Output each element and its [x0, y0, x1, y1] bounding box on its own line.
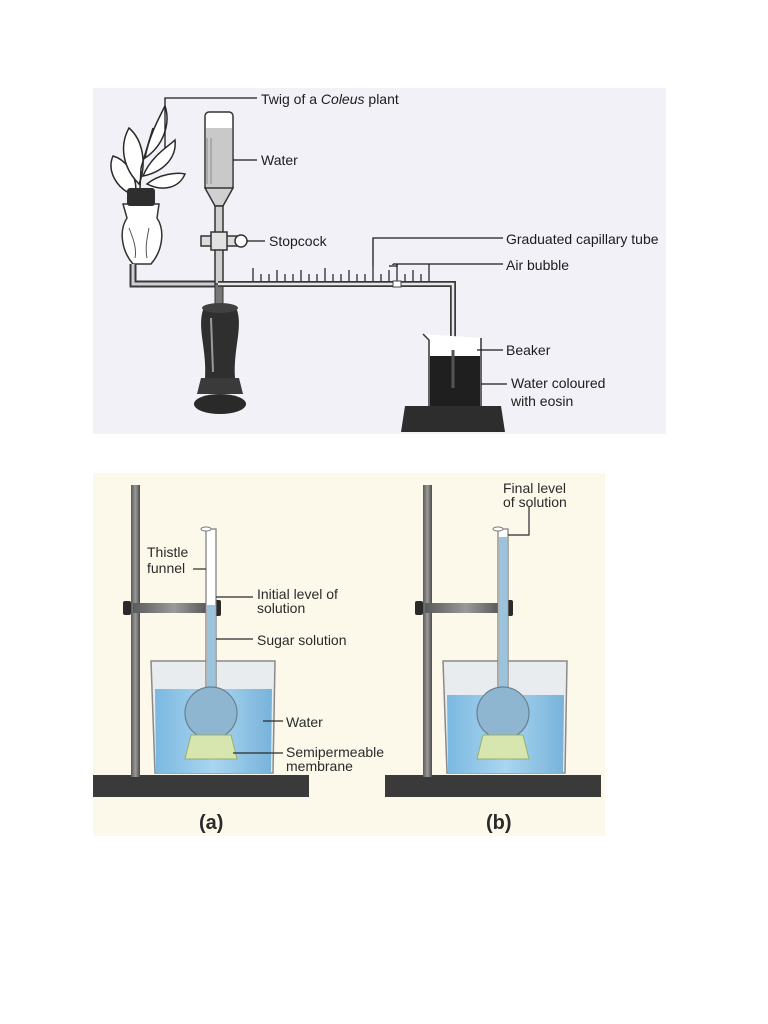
funnel-bulb-a: [184, 686, 238, 740]
leaf: [122, 126, 144, 186]
potometer-diagram: Twig of a Coleus plant Water Stopcock Gr…: [93, 88, 666, 434]
air-bubble: [392, 280, 402, 288]
osmosis-leader-lines: [193, 507, 530, 754]
coleus-twig: [110, 104, 187, 209]
beaker-label: Beaker: [506, 342, 551, 358]
membrane-b: [476, 734, 530, 760]
capillary-label: Graduated capillary tube: [506, 231, 659, 247]
base-a: [93, 775, 309, 797]
initial-level-label-line2: solution: [257, 600, 305, 616]
thistle-label-line2: funnel: [147, 560, 185, 576]
stand-rod-b: [423, 485, 432, 777]
clamp-b: [425, 603, 507, 613]
leaf: [110, 155, 137, 198]
thistle-label-line1: Thistle: [147, 544, 188, 560]
leaf: [145, 172, 187, 189]
final-level-label-line2: of solution: [503, 494, 567, 510]
twig-flask: [121, 188, 163, 265]
initial-level-label-line1: Initial level of: [257, 586, 338, 602]
membrane-label-line1: Semipermeable: [286, 744, 384, 760]
base-b: [385, 775, 601, 797]
connecting-tube: [129, 264, 218, 288]
membrane-a: [184, 734, 238, 760]
stand-rod-a: [131, 485, 140, 777]
air-bubble-label: Air bubble: [506, 257, 569, 273]
sugar-solution-label: Sugar solution: [257, 632, 347, 648]
water-reservoir: [203, 111, 235, 285]
graduated-capillary-tube: [218, 264, 456, 350]
membrane-label-line2: membrane: [286, 758, 353, 774]
water-label: Water: [286, 714, 323, 730]
potometer-svg: Twig of a Coleus plant Water Stopcock Gr…: [110, 91, 659, 432]
leader-lines: [164, 97, 507, 385]
clamp-a: [133, 603, 215, 613]
potometer-stand: [194, 283, 246, 414]
setup-a: [93, 485, 309, 797]
water-label: Water: [261, 152, 298, 168]
eosin-label-line1: Water coloured: [511, 375, 605, 391]
osmosis-diagram: Thistle funnel Initial level of solution…: [93, 473, 605, 836]
stopcock-label: Stopcock: [269, 233, 328, 249]
funnel-bulb-b: [476, 686, 530, 740]
twig-label: Twig of a Coleus plant: [261, 91, 399, 107]
final-level-label-line1: Final level: [503, 480, 566, 496]
beaker: [401, 333, 505, 432]
caption-a: (a): [199, 812, 223, 834]
stopcock: [200, 231, 248, 251]
eosin-label-line2: with eosin: [510, 393, 573, 409]
osmosis-svg: Thistle funnel Initial level of solution…: [93, 480, 601, 834]
leaf: [141, 138, 176, 178]
caption-b: (b): [486, 812, 512, 834]
setup-b: [385, 485, 601, 797]
